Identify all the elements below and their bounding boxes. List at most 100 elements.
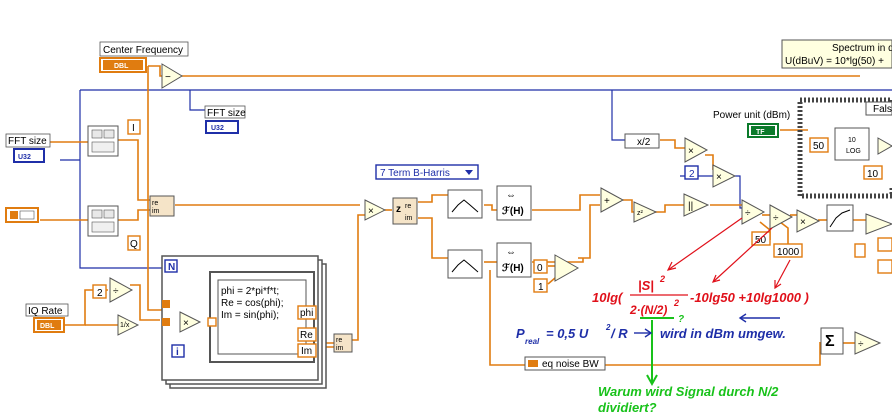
const-one-text: 1 (538, 282, 544, 293)
annotations: 10lg( |S| 2 2·(N/2) 2 -10lg50 +10lg1000 … (516, 217, 809, 415)
const-two-text: 2 (97, 288, 103, 299)
red-arrow-head-1 (666, 261, 677, 271)
center-frequency-control[interactable]: Center Frequency DBL (99, 41, 189, 73)
center-frequency-label: Center Frequency (103, 45, 183, 56)
svg-text:÷: ÷ (858, 339, 864, 350)
svg-text:×: × (688, 146, 694, 157)
window-type-ring[interactable]: 7 Term B-Harris (375, 164, 479, 180)
n-count-text: N (168, 262, 175, 273)
array-subset-node-b[interactable] (87, 205, 119, 237)
green-arrow-head (646, 374, 658, 387)
fft-size-left-control[interactable]: FFT size U32 (5, 133, 51, 163)
const-two-b-text: 2 (689, 169, 695, 180)
iq-rate-label: IQ Rate (28, 306, 63, 317)
multiply-node-final[interactable]: × (796, 209, 821, 233)
wire-thousand-div (779, 221, 789, 250)
output-node-right[interactable] (865, 213, 892, 235)
svg-text:re: re (336, 337, 342, 344)
blue-p: P (516, 326, 525, 341)
window-node-a[interactable] (447, 189, 483, 219)
reciprocal-node[interactable]: 1/x (117, 314, 140, 336)
wire-fft-size (79, 90, 165, 269)
abs-node[interactable]: || (683, 193, 710, 217)
svg-text:−: − (165, 72, 171, 83)
window-curve-icon (451, 259, 479, 273)
svg-text:z²: z² (637, 210, 644, 217)
svg-text:ℱ(H): ℱ(H) (502, 263, 524, 274)
formula-line2: Re = cos(phi); (221, 298, 284, 309)
constant-one[interactable]: 1 (533, 278, 548, 293)
q-indicator[interactable]: Q (127, 235, 141, 251)
iq-rate-control[interactable]: IQ Rate DBL (25, 303, 69, 333)
add-node[interactable]: + (600, 187, 625, 213)
iq-input-terminal[interactable] (5, 207, 39, 223)
log10-node[interactable]: 10 LOG (834, 127, 870, 161)
svg-text:÷: ÷ (745, 208, 751, 219)
eq-noise-bw-text: eq noise BW (542, 359, 599, 370)
red-arrow-1 (667, 217, 743, 271)
red-formula-suffix: -10lg50 +10lg1000 ) (690, 290, 809, 305)
power-unit-control[interactable]: Power unit (dBm) TF (713, 110, 790, 138)
divide-node-final[interactable]: ÷ (854, 331, 882, 355)
divide-node-a[interactable]: ÷ (109, 277, 134, 303)
fft-size-indicator[interactable]: FFT size U32 (204, 105, 246, 134)
formula-node[interactable]: phi = 2*pi*f*t; Re = cos(phi); Im = sin(… (207, 271, 317, 363)
i-indicator[interactable]: I (127, 119, 141, 135)
red-formula-den: 2·(N/2) (629, 303, 667, 317)
window-node-b[interactable] (447, 249, 483, 279)
array-subset-node-c[interactable] (554, 254, 580, 282)
sum-array-node[interactable]: Σ (820, 327, 844, 355)
case-selector-text: Fals (873, 104, 892, 115)
subtract-node[interactable]: − (161, 63, 183, 89)
constant-two-a[interactable]: 2 (92, 284, 107, 299)
const-ten-a-text: 10 (867, 169, 879, 180)
constant-fifty-b[interactable]: 50 (809, 137, 829, 153)
spectrum-line1: Spectrum in d (832, 43, 892, 54)
svg-text:×: × (183, 318, 189, 329)
divide-node-b[interactable]: ÷ (741, 199, 766, 225)
half-node[interactable]: x/2 (624, 133, 660, 149)
array-subset-node-a[interactable] (87, 125, 119, 157)
red-arrow-3 (774, 259, 791, 289)
red-formula-num: |S| (638, 278, 654, 293)
eq-noise-bw-subvi[interactable]: eq noise BW (524, 356, 606, 371)
svg-text:||: || (688, 201, 693, 212)
fft-node-a[interactable]: ⇔ ℱ(H) (496, 185, 532, 221)
divide-node-c[interactable]: ÷ (769, 204, 794, 230)
blue-r: / R (610, 326, 628, 341)
wire-fft-size-right (611, 90, 625, 141)
svg-text:im: im (405, 215, 413, 222)
constant-zero[interactable]: 0 (533, 259, 548, 274)
multiply-node-loop[interactable]: × (179, 311, 202, 333)
blue-arrow-head-2 (738, 313, 747, 323)
multiply-node-cplx[interactable]: × (364, 199, 387, 221)
formula-out-im: Im (301, 346, 312, 357)
red-arrow-head-3 (774, 280, 782, 290)
formula-out-re: Re (300, 330, 313, 341)
svg-text:z: z (396, 204, 401, 215)
log-node[interactable] (826, 204, 854, 232)
constant-two-b[interactable]: 2 (684, 165, 699, 180)
fft-node-b[interactable]: ⇔ ℱ(H) (496, 242, 532, 278)
multiply-node-case[interactable] (877, 137, 892, 155)
formula-line1: phi = 2*pi*f*t; (221, 286, 279, 297)
svg-text:×: × (800, 217, 806, 228)
multiply-node-n[interactable]: × (684, 137, 709, 163)
formula-out-phi: phi (300, 308, 313, 319)
svg-text:1/x: 1/x (120, 322, 130, 329)
square-node[interactable]: z² (633, 201, 658, 223)
wire-window-fft (484, 204, 497, 211)
constant-thousand[interactable]: 1000 (773, 243, 803, 258)
multiply-node-n2[interactable]: × (712, 164, 737, 188)
svg-text:im: im (336, 345, 344, 352)
output-stub-right[interactable] (854, 237, 892, 274)
red-formula-exp: 2 (659, 274, 665, 284)
svg-text:×: × (716, 172, 722, 183)
constant-ten-a[interactable]: 10 (863, 165, 883, 180)
svg-text:ℱ(H): ℱ(H) (502, 206, 524, 217)
blue-tail: wird in dBm umgew. (660, 326, 786, 341)
const-fifty-b-text: 50 (813, 141, 825, 152)
